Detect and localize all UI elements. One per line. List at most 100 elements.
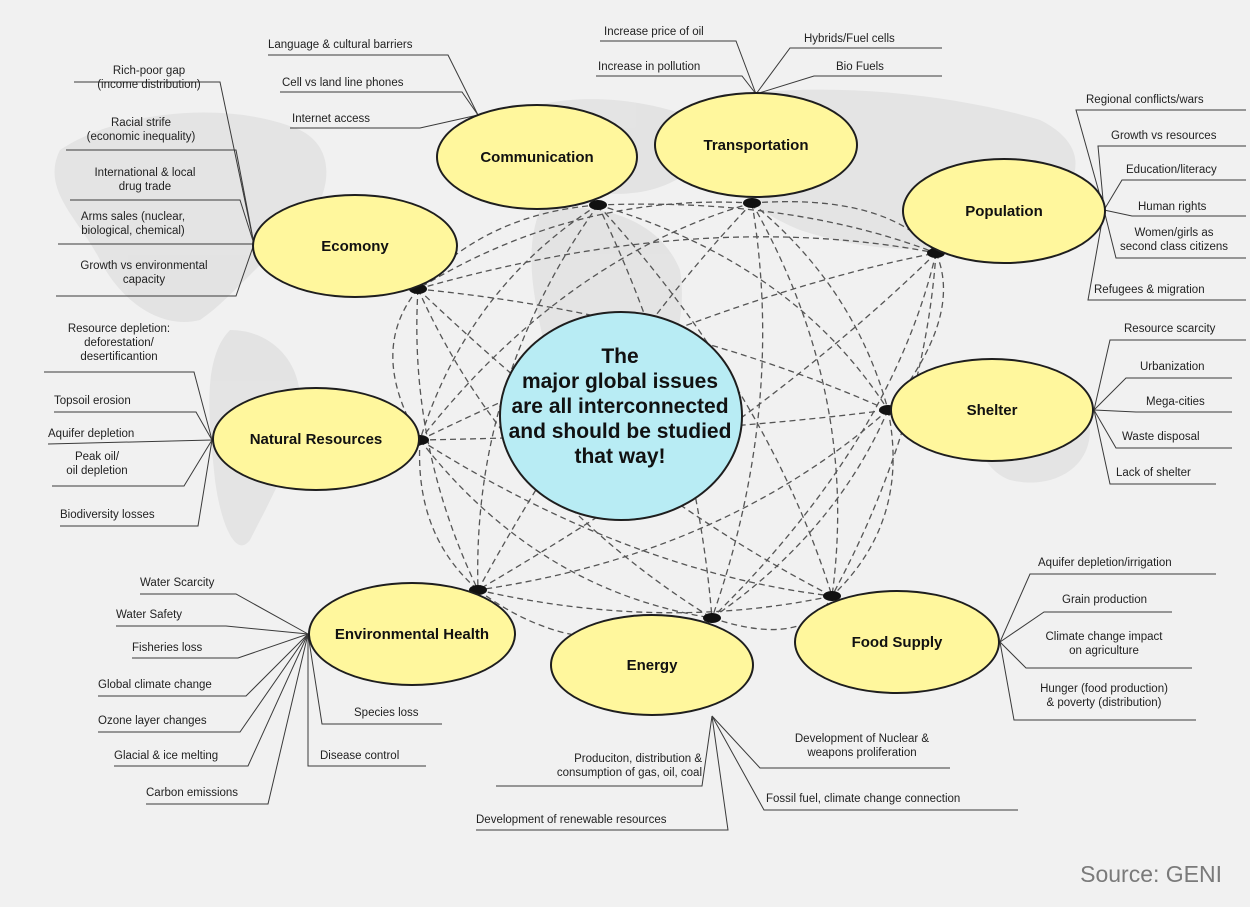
transportation-item: Hybrids/Fuel cells bbox=[804, 33, 895, 45]
population-item: Growth vs resources bbox=[1111, 130, 1217, 142]
food-supply-item-line: Climate change impact bbox=[1045, 631, 1163, 643]
interconnection-link bbox=[477, 204, 599, 591]
economy-item: Growth vs environmental capacity bbox=[56, 259, 232, 287]
environmental-health-item: Glacial & ice melting bbox=[114, 750, 219, 762]
topic-economy: Ecomony bbox=[252, 194, 458, 298]
link-arrowhead bbox=[589, 200, 607, 210]
natural-resources-item: Biodiversity losses bbox=[60, 509, 155, 521]
leader-line bbox=[1093, 377, 1232, 411]
leader-line bbox=[999, 573, 1216, 643]
leader-line bbox=[596, 75, 757, 95]
natural-resources-item: Resource depletion: deforestation/ deser… bbox=[44, 322, 194, 364]
leader-line bbox=[1093, 339, 1246, 411]
leader-line bbox=[1103, 179, 1246, 211]
leader-line bbox=[116, 625, 309, 635]
energy-item-line: Produciton, distribution & bbox=[574, 753, 702, 765]
interconnection-link bbox=[831, 409, 894, 597]
interconnection-link bbox=[751, 200, 937, 254]
population-item: Refugees & migration bbox=[1094, 284, 1205, 296]
leader-line bbox=[60, 439, 213, 527]
shelter-item: Lack of shelter bbox=[1116, 467, 1191, 479]
leader-line bbox=[56, 243, 255, 297]
interconnection-link bbox=[597, 204, 889, 411]
topic-label: Ecomony bbox=[321, 237, 389, 255]
central-message: The major global issues are all intercon… bbox=[500, 344, 740, 469]
natural-resources-item: Peak oil/ oil depletion bbox=[52, 450, 142, 478]
environmental-health-item: Water Scarcity bbox=[140, 577, 215, 589]
economy-item-line: biological, chemical) bbox=[81, 225, 185, 237]
central-message-line: that way! bbox=[574, 445, 666, 468]
economy-item: International & local drug trade bbox=[70, 166, 220, 194]
interconnection-link bbox=[597, 203, 937, 254]
interconnection-link bbox=[417, 288, 713, 619]
link-arrowhead bbox=[703, 613, 721, 623]
food-supply-item-line: on agriculture bbox=[1069, 645, 1139, 657]
topic-population: Population bbox=[902, 158, 1106, 264]
natural-resources-item-line: desertificantion bbox=[80, 351, 158, 363]
interconnection-link bbox=[711, 252, 937, 619]
leader-line bbox=[132, 633, 309, 659]
economy-item-line: Growth vs environmental bbox=[80, 260, 208, 272]
leader-line bbox=[146, 633, 309, 805]
interconnection-link bbox=[711, 202, 764, 619]
natural-resources-item-line: Peak oil/ bbox=[74, 451, 120, 463]
interconnection-link bbox=[418, 439, 479, 591]
food-supply-item: Hunger (food production) & poverty (dist… bbox=[1018, 682, 1190, 710]
topic-label: Energy bbox=[626, 656, 678, 674]
economy-item-line: Racial strife bbox=[110, 117, 172, 129]
food-supply-item: Aquifer depletion/irrigation bbox=[1038, 557, 1172, 569]
economy-item-line: drug trade bbox=[118, 181, 172, 193]
population-item: Regional conflicts/wars bbox=[1086, 94, 1204, 106]
topic-label: Transportation bbox=[703, 136, 809, 154]
leader-line bbox=[140, 593, 309, 635]
leader-line bbox=[307, 634, 426, 767]
leader-line bbox=[54, 411, 213, 441]
communication-item: Cell vs land line phones bbox=[282, 77, 404, 89]
economy-item-line: International & local bbox=[94, 167, 196, 179]
interconnection-link bbox=[416, 288, 479, 591]
leader-line bbox=[74, 81, 255, 245]
leader-line bbox=[280, 91, 479, 116]
topic-energy: Energy bbox=[550, 614, 754, 716]
leader-line bbox=[999, 641, 1196, 721]
transportation-item: Increase price of oil bbox=[604, 26, 704, 38]
central-message-line: and should be studied bbox=[508, 420, 732, 443]
interconnection-link bbox=[417, 288, 889, 411]
link-arrowhead bbox=[743, 198, 761, 208]
population-item: Human rights bbox=[1138, 201, 1207, 213]
energy-item: Produciton, distribution & consumption o… bbox=[496, 752, 702, 780]
interconnection-link bbox=[392, 288, 421, 441]
leader-line bbox=[1093, 409, 1232, 413]
energy-item: Fossil fuel, climate change connection bbox=[766, 793, 961, 805]
leader-line bbox=[1103, 209, 1246, 259]
interconnection-link bbox=[417, 204, 599, 290]
natural-resources-item: Topsoil erosion bbox=[54, 395, 131, 407]
source-credit: Source: GENI bbox=[1080, 861, 1222, 887]
leader-line bbox=[600, 40, 757, 95]
food-supply-item-line: Hunger (food production) bbox=[1040, 683, 1168, 695]
topic-food-supply: Food Supply bbox=[794, 590, 1000, 694]
interconnection-link bbox=[419, 439, 713, 619]
leader-line bbox=[268, 54, 479, 116]
interconnection-link bbox=[751, 202, 889, 411]
topic-label: Environmental Health bbox=[334, 625, 490, 643]
communication-item: Language & cultural barriers bbox=[268, 39, 413, 51]
shelter-item: Urbanization bbox=[1140, 361, 1205, 373]
leader-line bbox=[98, 633, 309, 697]
leader-line bbox=[496, 715, 713, 787]
shelter-item: Mega-cities bbox=[1146, 396, 1205, 408]
topic-label: Shelter bbox=[966, 401, 1018, 419]
leader-line bbox=[66, 149, 255, 245]
economy-item-line: (economic inequality) bbox=[86, 131, 196, 143]
natural-resources-item-line: Resource depletion: bbox=[67, 323, 171, 335]
economy-item: Rich-poor gap (income distribution) bbox=[74, 64, 224, 92]
leader-line bbox=[44, 371, 213, 441]
interconnection-link bbox=[417, 201, 753, 290]
economy-item-line: (income distribution) bbox=[97, 79, 201, 91]
population-item: Women/girls as second class citizens bbox=[1108, 226, 1240, 254]
leader-line bbox=[999, 611, 1172, 643]
energy-item-line: consumption of gas, oil, coal bbox=[556, 767, 702, 779]
interconnection-link bbox=[597, 204, 713, 619]
population-item: Education/literacy bbox=[1126, 164, 1217, 176]
